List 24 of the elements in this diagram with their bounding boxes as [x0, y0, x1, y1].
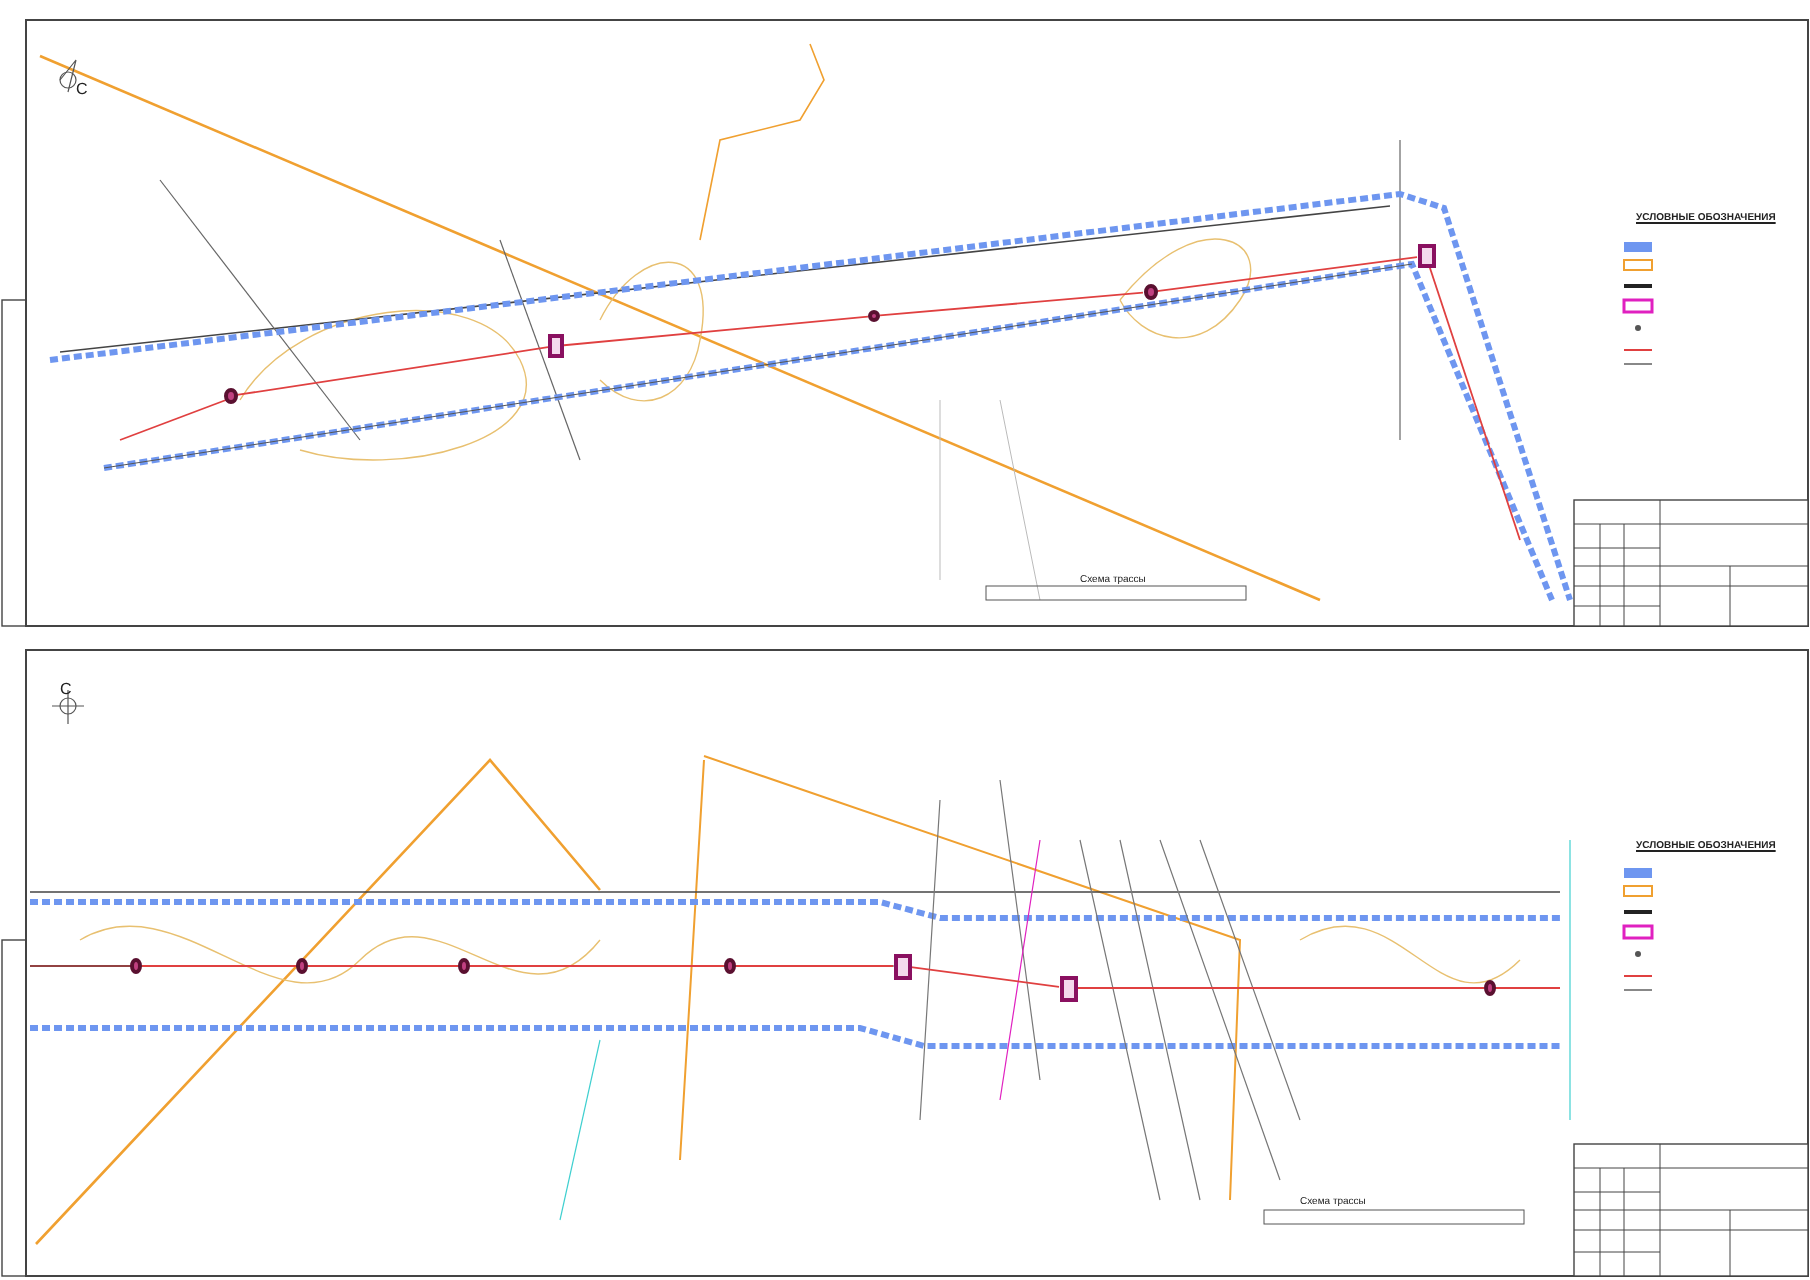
- pipeline-line: [563, 315, 869, 347]
- pipeline-line: [1076, 987, 1485, 989]
- well-symbol: [724, 958, 736, 974]
- chamber-symbol: [1417, 244, 1435, 268]
- well-symbol: [1143, 284, 1157, 300]
- north-label: С: [60, 680, 72, 698]
- pipeline-line: [910, 966, 1060, 988]
- pipeline-line: [735, 965, 894, 967]
- well-symbol: [1484, 980, 1496, 996]
- pipeline-line: [141, 965, 297, 967]
- well-symbol: [868, 310, 880, 322]
- well-symbol: [296, 958, 308, 974]
- pipeline-line: [307, 965, 459, 967]
- chamber-symbol: [1059, 975, 1077, 1001]
- north-label: С: [76, 80, 88, 98]
- well-symbol: [458, 958, 470, 974]
- chamber-symbol: [548, 334, 564, 358]
- pipeline-line: [236, 346, 549, 396]
- well-symbol: [130, 958, 142, 974]
- pipeline-line: [469, 965, 725, 967]
- pipeline-line: [1156, 256, 1418, 292]
- chamber-symbol: [893, 953, 911, 979]
- pipeline-line: [879, 291, 1144, 317]
- well-symbol: [223, 388, 237, 404]
